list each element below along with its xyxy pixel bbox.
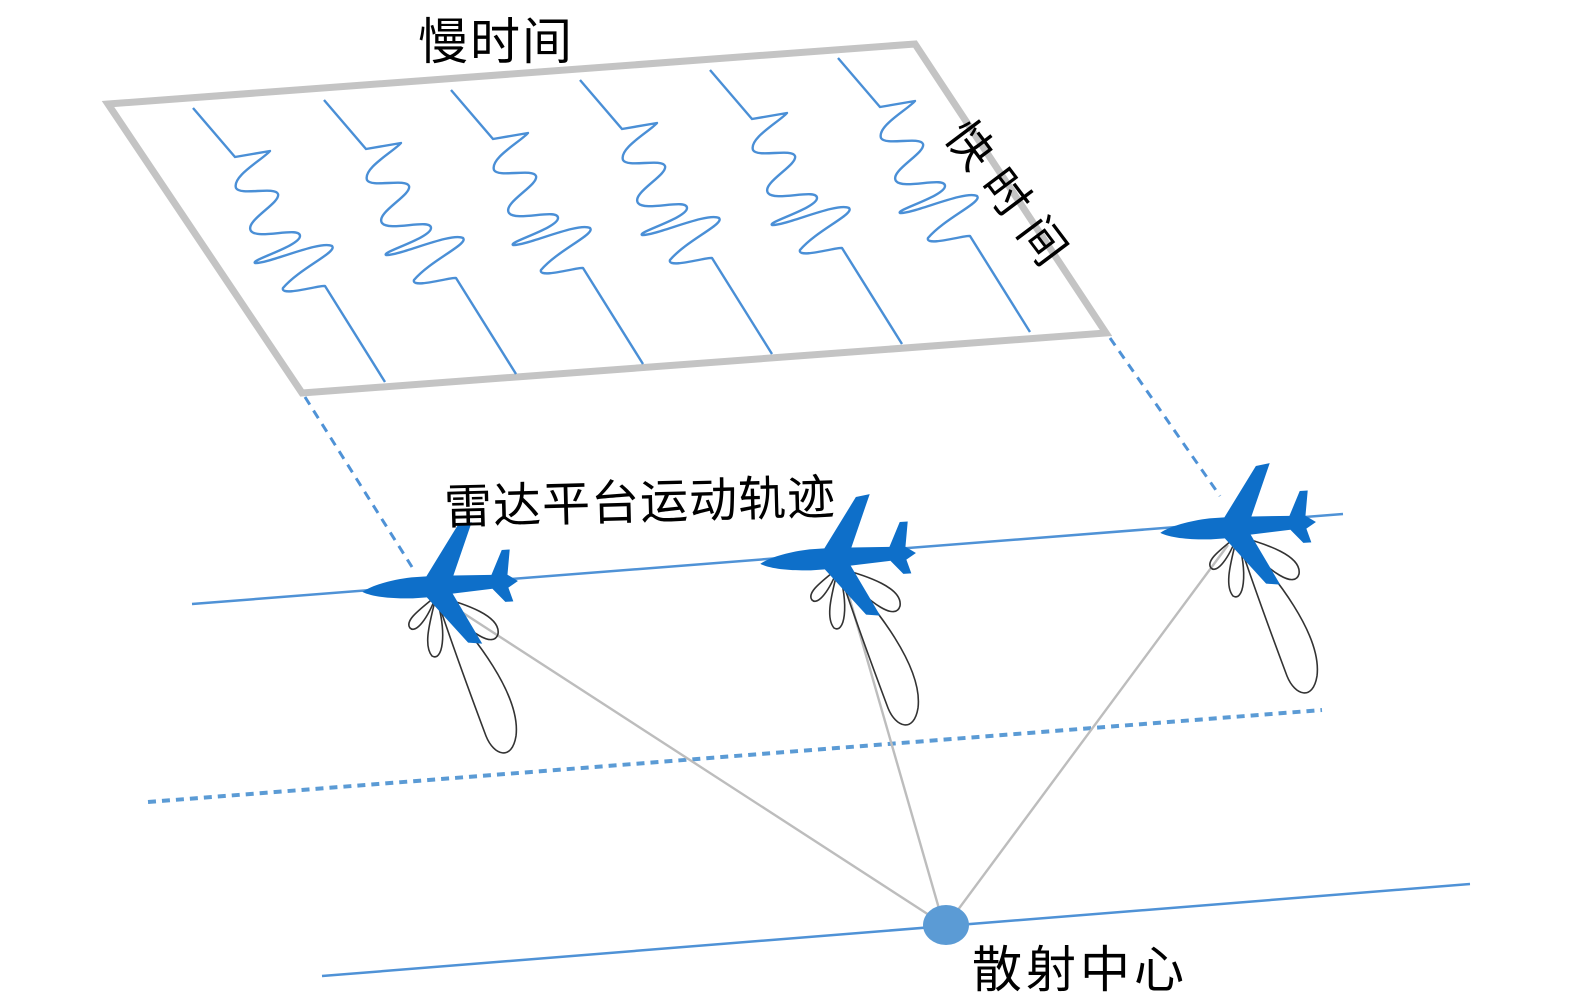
slant-range-lines [439,544,1229,928]
echo-pulse-4 [579,79,774,355]
scatter-center-dot [923,905,969,945]
echo-pulse-6 [837,57,1032,333]
slant-range-line-1 [439,596,947,928]
echo-pulse-3 [450,89,645,365]
ground-reference-dashed-line [147,708,1323,804]
echo-pulse-1 [192,107,387,383]
echo-pulse-5 [709,69,904,345]
airplane-icon [1155,460,1321,593]
slow-time-label: 慢时间 [418,13,574,71]
projection-line-right [1108,337,1222,497]
target-scene-line [321,882,1471,978]
echo-pulses [192,57,1032,383]
scatter-center-label: 散射中心 [972,941,1188,999]
echo-pulse-2 [323,99,518,375]
data-matrix-frame [101,40,1113,397]
platform-trajectory-label: 雷达平台运动轨迹 [443,469,837,536]
slant-range-line-3 [945,544,1229,927]
projection-line-left [303,396,414,568]
